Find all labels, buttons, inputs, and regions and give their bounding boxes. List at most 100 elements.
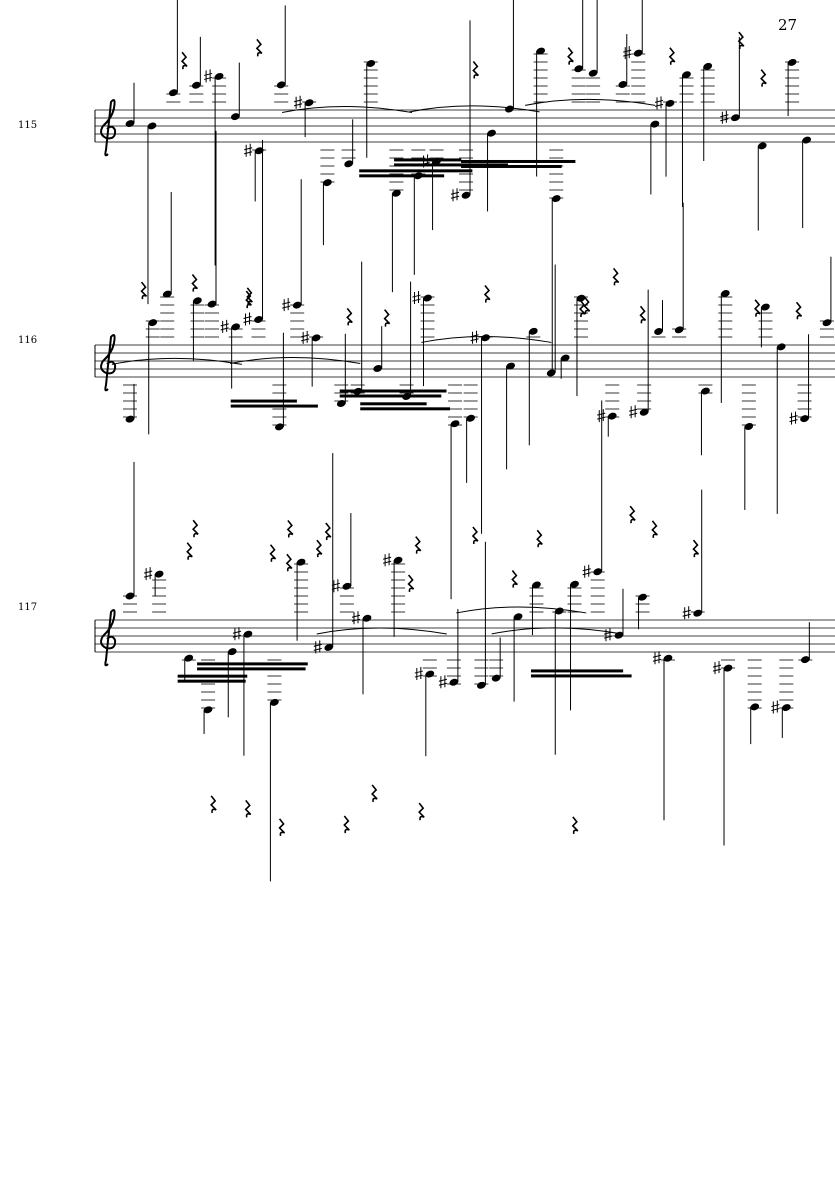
sharp-icon	[144, 567, 153, 581]
sharp-icon	[414, 667, 423, 681]
notehead	[311, 334, 321, 342]
rest-icon	[383, 309, 391, 327]
rest-icon	[414, 536, 422, 554]
notehead	[560, 354, 570, 362]
notehead	[154, 570, 164, 578]
sharp-icon	[450, 188, 460, 202]
notehead	[323, 179, 332, 187]
sharp-icon	[789, 411, 798, 425]
beam	[339, 394, 442, 398]
notehead	[477, 681, 486, 689]
notehead	[513, 613, 523, 621]
notehead	[787, 58, 797, 66]
notehead	[231, 323, 241, 331]
notehead	[654, 328, 663, 335]
notehead	[703, 62, 713, 70]
sharp-icon	[438, 675, 448, 689]
notehead	[304, 99, 314, 107]
sharp-icon	[203, 69, 213, 83]
rest-icon	[737, 31, 745, 50]
rest-icon	[186, 542, 193, 560]
sharp-icon	[712, 661, 722, 675]
tie	[316, 627, 447, 635]
notehead	[757, 142, 767, 150]
tie	[230, 356, 361, 364]
notehead	[570, 580, 579, 588]
measure-number: 117	[18, 602, 38, 613]
sharp-icon	[654, 96, 664, 110]
notehead	[487, 129, 496, 137]
rest-icon	[651, 520, 658, 539]
notehead	[574, 65, 584, 73]
sharp-icon	[301, 330, 310, 344]
rest-icon	[629, 505, 636, 524]
sharp-icon	[244, 143, 253, 157]
beam	[197, 667, 306, 671]
measure-number: 116	[18, 335, 38, 346]
tie	[456, 606, 587, 614]
rest-icon	[269, 544, 277, 562]
notehead	[336, 400, 346, 407]
notehead	[362, 614, 372, 622]
tie	[421, 335, 552, 343]
notehead	[243, 630, 253, 638]
beam	[394, 163, 509, 167]
rest-icon	[472, 60, 479, 79]
rest-icon	[140, 281, 148, 300]
notehead	[393, 556, 403, 564]
rest-icon	[692, 539, 700, 558]
notehead	[532, 581, 541, 589]
rest-icon	[536, 529, 543, 548]
sharp-icon	[623, 46, 632, 60]
beam	[360, 402, 427, 406]
notehead	[227, 648, 237, 656]
notehead	[761, 303, 770, 311]
beam	[461, 164, 562, 168]
rest-icon	[285, 553, 293, 572]
sharp-icon	[243, 312, 252, 326]
notehead	[276, 81, 286, 89]
notehead	[230, 113, 240, 121]
rest-icon	[246, 287, 253, 306]
notehead	[536, 47, 546, 55]
notehead	[193, 297, 202, 305]
beam	[177, 679, 246, 683]
beam	[530, 669, 624, 673]
notehead	[191, 81, 201, 89]
rest-icon	[343, 815, 350, 834]
rest-icon	[407, 574, 415, 593]
sharp-icon	[382, 553, 392, 567]
treble-clef-icon	[100, 334, 117, 392]
sharp-icon	[771, 700, 780, 714]
rest-icon	[192, 519, 199, 538]
notehead	[450, 420, 460, 428]
rest-icon	[753, 299, 761, 317]
rest-icon	[578, 299, 586, 318]
sharp-icon	[331, 579, 340, 593]
beam	[177, 674, 248, 678]
notehead	[324, 643, 334, 651]
rest-icon	[255, 38, 263, 57]
sharp-icon	[582, 564, 591, 578]
notehead	[254, 147, 264, 155]
notehead	[781, 704, 791, 712]
sharp-icon	[603, 628, 613, 642]
notehead	[344, 160, 354, 168]
notehead	[392, 189, 401, 197]
rest-icon	[583, 296, 591, 315]
notehead	[506, 362, 515, 370]
sharp-icon	[629, 405, 638, 419]
rest-icon	[668, 47, 676, 65]
notehead	[682, 71, 691, 79]
notehead	[633, 49, 643, 57]
notehead	[551, 195, 561, 203]
page-number: 27	[778, 16, 798, 34]
notehead	[607, 412, 617, 420]
notehead	[576, 294, 586, 302]
notehead	[638, 593, 647, 601]
rest-icon	[571, 816, 579, 834]
beam	[461, 159, 576, 163]
sharp-icon	[294, 95, 303, 109]
beam	[359, 169, 473, 173]
